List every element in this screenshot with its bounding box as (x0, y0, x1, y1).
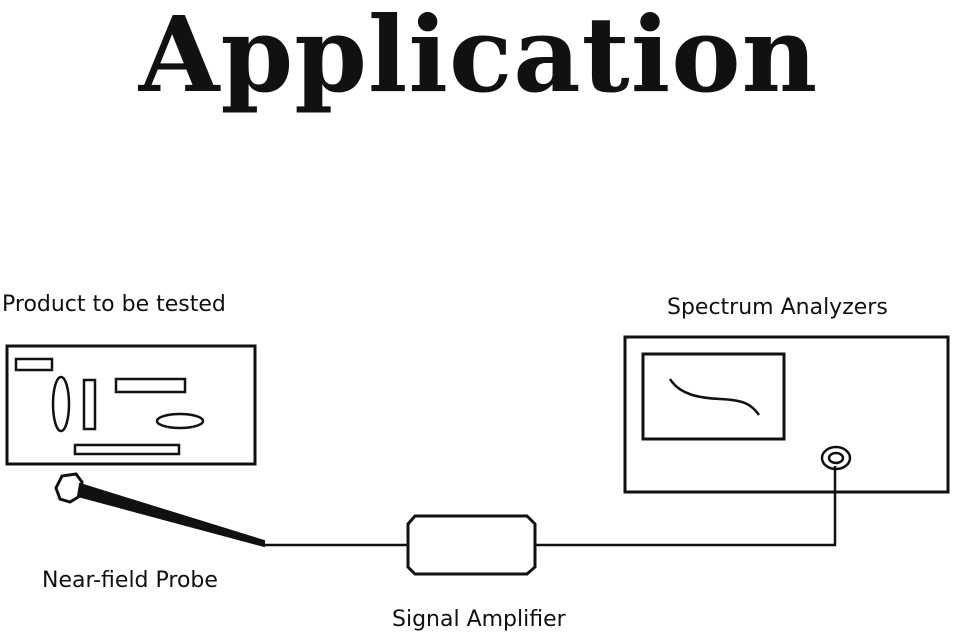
board-component (82, 378, 97, 431)
input-connector-inner (827, 451, 845, 465)
board-component (14, 357, 54, 372)
analyzer-label: Spectrum Analyzers (667, 295, 888, 320)
product-label: Product to be tested (2, 292, 226, 317)
input-connector-outer (820, 445, 852, 471)
spectrum-analyzer (623, 335, 950, 494)
spectrum-trace (668, 378, 761, 416)
probe-loop (54, 472, 84, 504)
analyzer-cable (535, 466, 837, 547)
analyzer-outline (623, 335, 950, 494)
signal-amplifier (406, 514, 537, 576)
board-outline (5, 344, 257, 466)
board-component (114, 377, 187, 394)
page-title: Application (138, 0, 819, 116)
board-component (155, 412, 205, 430)
probe-label: Near-field Probe (42, 568, 218, 593)
board-component (51, 375, 71, 433)
board-component (73, 443, 181, 456)
probe-handle (76, 482, 265, 548)
product-board (5, 344, 257, 466)
analyzer-screen (641, 352, 786, 441)
amplifier-label: Signal Amplifier (392, 607, 566, 632)
near-field-probe (54, 472, 265, 548)
